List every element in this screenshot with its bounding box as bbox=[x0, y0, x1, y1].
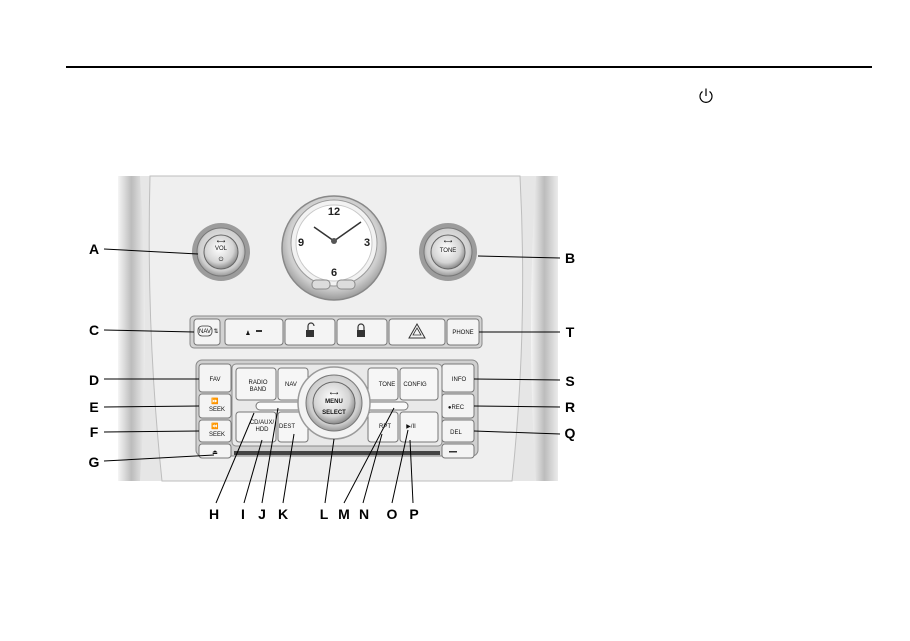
clock-numeral-9: 9 bbox=[298, 237, 304, 249]
cd-aux-label: CD/AUX/ bbox=[250, 420, 275, 426]
lock-button[interactable] bbox=[337, 319, 387, 345]
rpt-button[interactable]: RPT bbox=[368, 412, 398, 442]
callout-h: H bbox=[209, 506, 219, 522]
clock-numeral-12: 12 bbox=[328, 206, 340, 218]
arrow-icon: ⟷ bbox=[217, 239, 226, 245]
fast-forward-icon: ⏩ bbox=[211, 397, 219, 405]
nav-label: NAV bbox=[199, 329, 211, 335]
config-button[interactable]: CONFIG bbox=[400, 368, 438, 400]
callout-t: T bbox=[566, 324, 575, 340]
cd-slot bbox=[234, 451, 440, 455]
analog-clock: 12 3 6 9 bbox=[282, 196, 386, 300]
info-button[interactable]: INFO bbox=[442, 364, 474, 392]
band-label: BAND bbox=[250, 387, 267, 393]
callout-g: G bbox=[89, 454, 100, 470]
rewind-icon: ⏪ bbox=[211, 422, 219, 430]
person-icon: ♟ bbox=[245, 330, 250, 337]
rec-button[interactable]: ●REC bbox=[442, 394, 474, 418]
nav-label: NAV bbox=[285, 382, 297, 388]
minus-button[interactable] bbox=[442, 444, 474, 458]
play-pause-label: ▶/II bbox=[406, 424, 416, 430]
del-button[interactable]: DEL bbox=[442, 420, 474, 442]
callout-m: M bbox=[338, 506, 350, 522]
menu-select-knob[interactable]: ⟷ MENU SELECT bbox=[298, 367, 370, 439]
unlock-button[interactable] bbox=[285, 319, 335, 345]
fav-button[interactable]: FAV bbox=[199, 364, 231, 392]
tone-knob[interactable]: ⟷ TONE bbox=[419, 223, 477, 281]
volume-label: VOL bbox=[215, 246, 228, 252]
callout-c: C bbox=[89, 322, 99, 338]
radio-label: RADIO bbox=[248, 380, 267, 386]
del-label: DEL bbox=[450, 430, 462, 436]
rec-label: ●REC bbox=[448, 405, 465, 411]
callout-d: D bbox=[89, 372, 99, 388]
arrow-icon: ⟷ bbox=[444, 239, 453, 245]
phone-button[interactable]: PHONE bbox=[447, 319, 479, 345]
seat-belt-button[interactable]: ♟ bbox=[225, 319, 283, 345]
seek-forward-label: SEEK bbox=[209, 407, 225, 413]
play-pause-button[interactable]: ▶/II bbox=[400, 412, 438, 442]
callout-a: A bbox=[89, 241, 99, 257]
callout-b: B bbox=[565, 250, 575, 266]
seek-back-label: SEEK bbox=[209, 432, 225, 438]
up-down-arrow-icon: ⇅ bbox=[213, 329, 218, 335]
fav-label: FAV bbox=[210, 377, 221, 383]
tone-label: TONE bbox=[379, 382, 396, 388]
callout-f: F bbox=[90, 424, 99, 440]
phone-label: PHONE bbox=[452, 330, 473, 336]
select-label: SELECT bbox=[322, 410, 346, 416]
callout-r: R bbox=[565, 399, 575, 415]
config-label: CONFIG bbox=[403, 382, 427, 388]
callout-e: E bbox=[89, 399, 98, 415]
hazard-button[interactable] bbox=[389, 319, 445, 345]
cd-aux-hdd-button[interactable]: CD/AUX/ HDD bbox=[236, 412, 276, 442]
clock-numeral-6: 6 bbox=[331, 267, 337, 279]
radio-band-button[interactable]: RADIO BAND bbox=[236, 368, 276, 400]
seek-back-button[interactable]: ⏪ SEEK bbox=[199, 420, 231, 442]
clock-numeral-3: 3 bbox=[364, 237, 370, 249]
dest-label: DEST bbox=[279, 424, 295, 430]
seek-forward-button[interactable]: ⏩ SEEK bbox=[199, 394, 231, 418]
callout-j: J bbox=[258, 506, 266, 522]
menu-label: MENU bbox=[325, 399, 343, 405]
callout-q: Q bbox=[565, 425, 576, 441]
callout-o: O bbox=[387, 506, 398, 522]
callout-k: K bbox=[278, 506, 288, 522]
callout-l: L bbox=[320, 506, 329, 522]
tone-knob-label: TONE bbox=[440, 248, 457, 254]
power-icon: ⏻ bbox=[219, 256, 224, 263]
callout-s: S bbox=[565, 373, 574, 389]
tone-button[interactable]: TONE bbox=[368, 368, 398, 400]
callout-p: P bbox=[409, 506, 418, 522]
hdd-label: HDD bbox=[256, 427, 270, 433]
callout-i: I bbox=[241, 506, 245, 522]
nav-arrow-button[interactable]: NAV ⇅ bbox=[194, 319, 220, 345]
callout-n: N bbox=[359, 506, 369, 522]
arrow-icon: ⟷ bbox=[330, 391, 339, 397]
volume-knob[interactable]: VOL ⟷ ⏻ bbox=[192, 223, 250, 281]
info-label: INFO bbox=[452, 377, 467, 383]
